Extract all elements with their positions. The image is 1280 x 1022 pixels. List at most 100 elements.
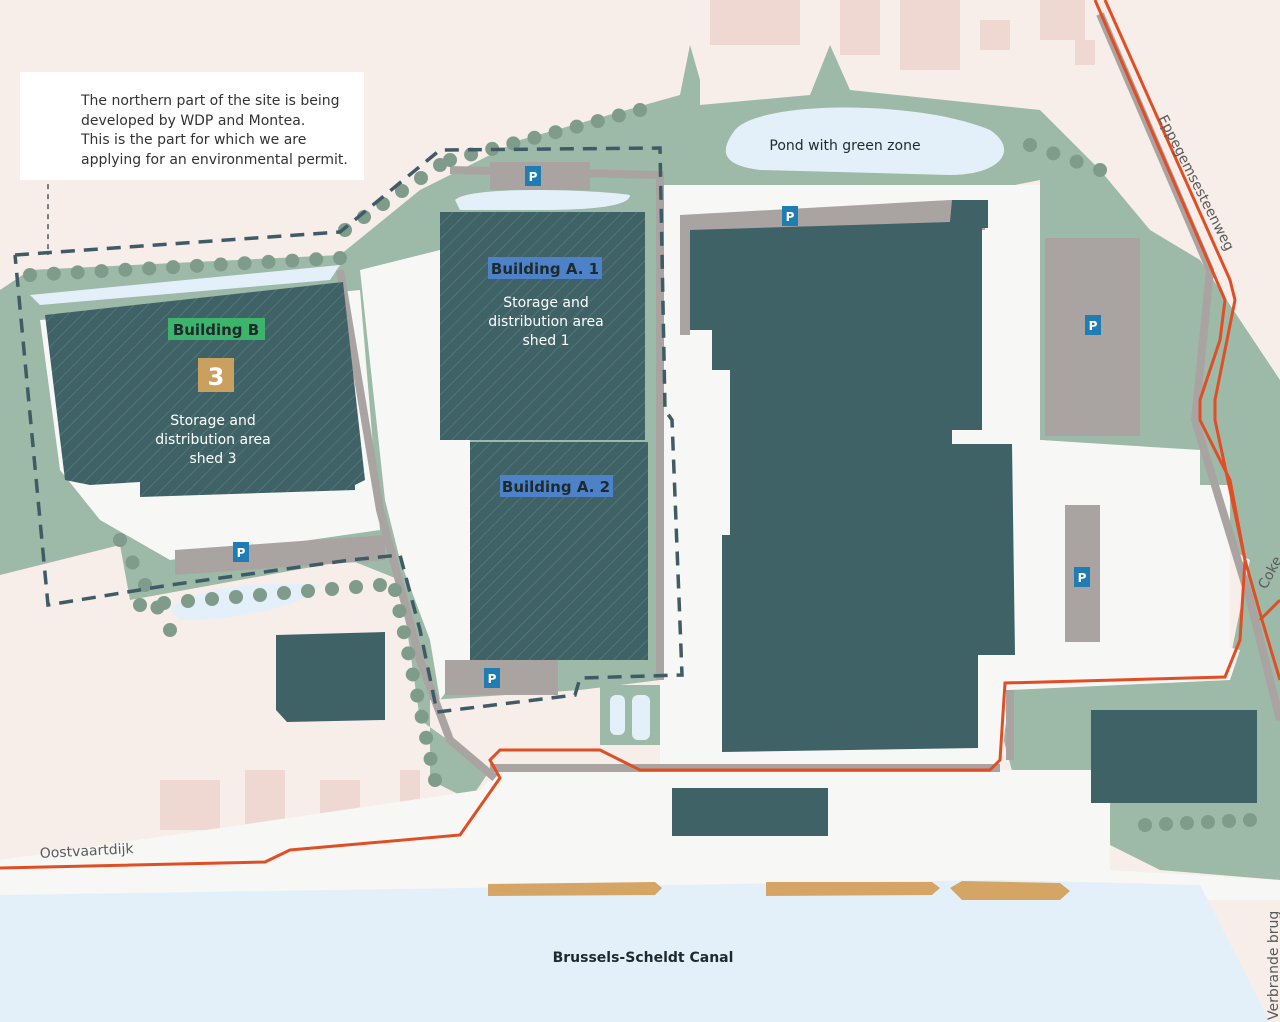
tree (633, 103, 647, 117)
tree (301, 584, 315, 598)
existing-building-s (672, 788, 828, 836)
road-label-verbrande-brug: Verbrande brug (1266, 911, 1280, 1020)
tree (1201, 815, 1215, 829)
tree (395, 184, 409, 198)
building-a1-label-bg (488, 257, 602, 279)
tree (1046, 146, 1061, 161)
tree (118, 262, 133, 277)
building-a1-label: Building A. 1 (491, 260, 599, 278)
tree (237, 256, 252, 271)
annotation-line: applying for an environmental permit. (81, 151, 348, 168)
tree (23, 268, 37, 282)
building-b-label-bg (168, 318, 265, 340)
tree (392, 604, 407, 619)
pond (725, 107, 1005, 175)
tree (261, 254, 276, 269)
parking-icon: P (782, 206, 798, 226)
tree (213, 257, 228, 272)
tree (1222, 814, 1236, 828)
tree (569, 119, 584, 134)
tree (410, 688, 425, 703)
tree-rows (23, 103, 1257, 832)
tree (388, 583, 402, 597)
building-a1-desc-1: Storage and (503, 295, 589, 311)
tree (443, 153, 457, 167)
tree (309, 252, 324, 267)
pond-label: Pond with green zone (769, 138, 920, 154)
svg-text:P: P (1078, 571, 1087, 585)
annotation-line: The northern part of the site is being (81, 93, 340, 109)
tree (163, 623, 177, 637)
tree (423, 751, 438, 766)
tree (1093, 163, 1107, 177)
svg-text:P: P (529, 170, 538, 184)
tree (401, 646, 416, 661)
tree (113, 533, 127, 547)
tree (133, 598, 147, 612)
tree (590, 114, 605, 129)
building-a2[interactable] (470, 442, 648, 660)
tree (333, 251, 347, 265)
building-b-number: 3 (208, 363, 225, 391)
tree (1159, 817, 1173, 831)
tree (157, 596, 171, 610)
canal-label: Brussels-Scheldt Canal (553, 950, 734, 966)
tree (506, 136, 521, 151)
building-a1-desc-3: shed 1 (522, 333, 569, 349)
permit-annotation: The northern part of the site is being d… (20, 72, 364, 180)
tree (46, 266, 61, 281)
road-label-oostvaartdijk: Oostvaartdijk (39, 841, 134, 862)
tree (548, 125, 563, 140)
annotation-line: This is the part for which we are (81, 132, 307, 148)
tree (125, 555, 140, 570)
svg-text:P: P (488, 672, 497, 686)
tree (1069, 154, 1084, 169)
tree (285, 253, 300, 268)
tree (253, 588, 267, 602)
tree (205, 592, 219, 606)
tree (1243, 813, 1257, 827)
tree (414, 171, 428, 185)
tree (405, 667, 420, 682)
tree (1138, 818, 1152, 832)
building-b-label: Building B (173, 321, 259, 339)
cycle-routes (0, 0, 1280, 870)
svg-text:P: P (1089, 319, 1098, 333)
tree (414, 709, 429, 724)
building-a2-label-bg (500, 475, 613, 497)
tree (419, 730, 434, 745)
tree (70, 265, 85, 280)
building-a2-label: Building A. 2 (502, 478, 610, 496)
tree (325, 582, 339, 596)
parking-icon: P (1074, 567, 1090, 587)
tree (181, 594, 195, 608)
parking-icon: P (484, 668, 500, 688)
tree (1180, 816, 1194, 830)
water (0, 107, 1270, 1022)
tree (373, 578, 387, 592)
existing-building-main (690, 200, 1015, 752)
buildings (45, 200, 1257, 836)
parking-badges: P P P P P P (233, 166, 1101, 688)
tree (428, 773, 442, 787)
building-a1[interactable] (440, 212, 645, 440)
tree (277, 586, 291, 600)
tree (396, 625, 411, 640)
tree (189, 258, 204, 273)
tree (527, 130, 542, 145)
tree (142, 261, 157, 276)
site-boundary (13, 146, 684, 714)
svg-text:P: P (786, 210, 795, 224)
building-b-desc-2: distribution area (155, 432, 270, 448)
tree (138, 578, 152, 592)
canal (0, 880, 1270, 1022)
existing-building-se (1091, 710, 1257, 803)
building-a1-desc-2: distribution area (488, 314, 603, 330)
tree (1023, 138, 1037, 152)
svg-text:P: P (237, 546, 246, 560)
tree (611, 108, 626, 123)
parking-icon: P (1085, 315, 1101, 335)
tree (94, 264, 109, 279)
building-b-desc-1: Storage and (170, 413, 256, 429)
number-tile (198, 358, 234, 392)
